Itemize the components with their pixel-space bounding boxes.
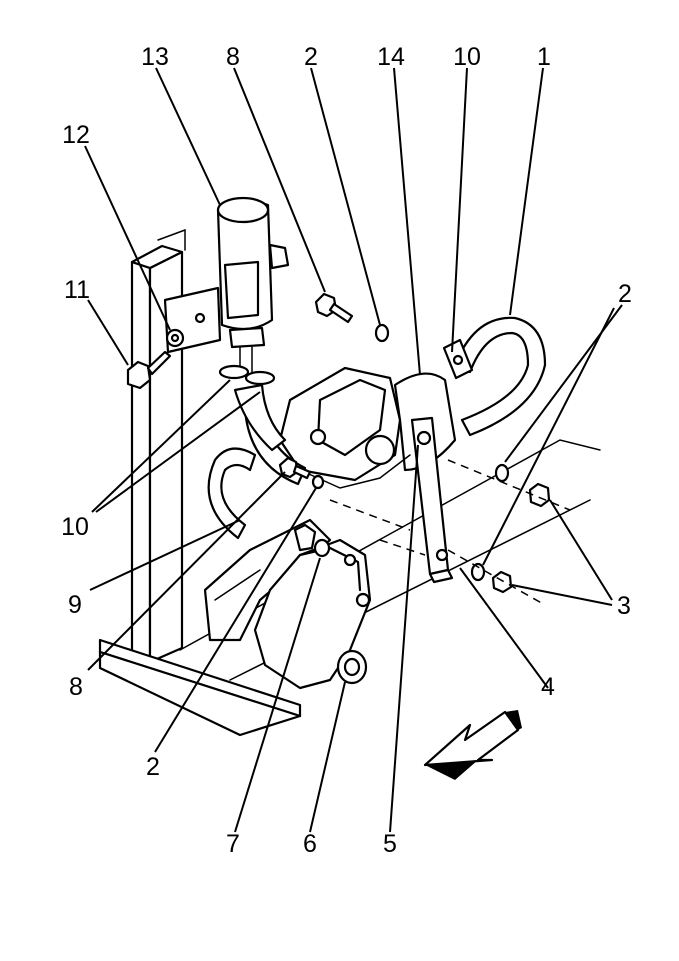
callout-4: 4 xyxy=(541,673,555,701)
callout-11: 11 xyxy=(64,276,90,304)
callout-labels: 13 8 2 14 10 1 12 11 2 10 9 3 8 4 2 7 6 … xyxy=(61,43,632,858)
callout-14: 14 xyxy=(377,43,405,71)
callout-13: 13 xyxy=(141,43,169,71)
callout-10-left: 10 xyxy=(61,513,89,541)
bolt-11 xyxy=(126,350,172,390)
callout-2-right: 2 xyxy=(618,280,632,308)
reservoir-bracket xyxy=(163,286,222,354)
callout-12: 12 xyxy=(62,121,90,149)
callout-2-top: 2 xyxy=(304,43,318,71)
front-arrow-icon xyxy=(423,710,522,780)
callout-7: 7 xyxy=(226,830,240,858)
callout-5: 5 xyxy=(383,830,397,858)
callout-2-bottom: 2 xyxy=(146,753,160,781)
washers xyxy=(311,323,510,582)
callout-3: 3 xyxy=(617,592,631,620)
callout-8-left: 8 xyxy=(69,673,83,701)
callout-8-top: 8 xyxy=(226,43,240,71)
fitting-7 xyxy=(293,523,331,558)
callout-9: 9 xyxy=(68,591,82,619)
steering-gear xyxy=(253,538,372,690)
nuts xyxy=(491,482,551,594)
power-steering-pump xyxy=(278,366,457,489)
bolt-paths xyxy=(329,459,571,606)
leader-lines xyxy=(84,67,623,833)
bolt-8-upper xyxy=(314,292,354,324)
callout-6: 6 xyxy=(303,830,317,858)
pump-bracket xyxy=(410,416,454,584)
hose-clamps xyxy=(218,338,474,386)
reservoir xyxy=(216,196,290,373)
callout-10-top: 10 xyxy=(453,43,481,71)
callout-1: 1 xyxy=(537,43,551,71)
